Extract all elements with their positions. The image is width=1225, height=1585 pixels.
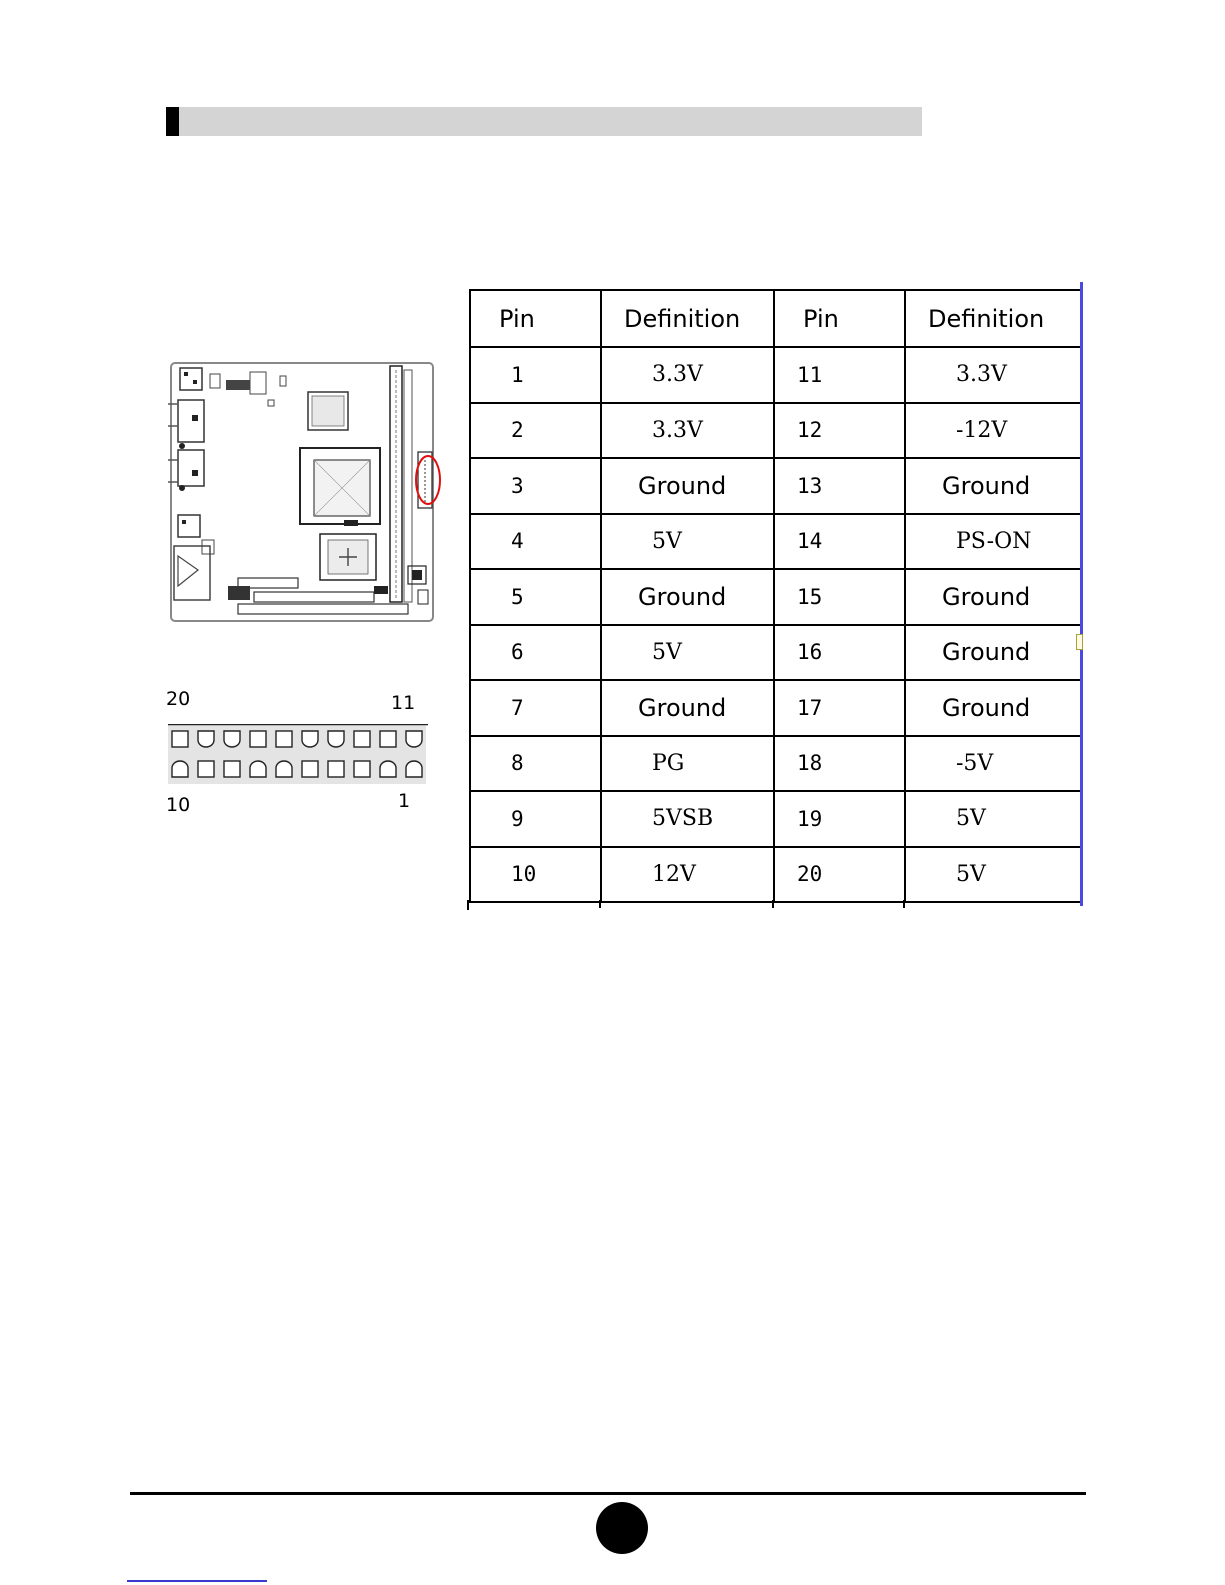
pin-number: 8 (470, 736, 601, 792)
pin-definition: Ground (905, 625, 1081, 681)
pin-definition: 3.3V (601, 403, 774, 459)
footer-rule (130, 1492, 1086, 1495)
pin-definition: Ground (905, 680, 1081, 736)
pin-number: 10 (470, 847, 601, 903)
pin-number: 13 (774, 458, 905, 514)
table-row: 7 Ground 17 Ground (470, 680, 1081, 736)
pin-definition: Ground (905, 569, 1081, 625)
pin-number: 9 (470, 791, 601, 847)
table-tail-line (772, 900, 774, 908)
table-row: 9 5VSB 19 5V (470, 791, 1081, 847)
pin-number: 19 (774, 791, 905, 847)
pin-number: 1 (470, 347, 601, 403)
atx-connector-diagram (168, 724, 428, 784)
table-row: 4 5V 14 PS-ON (470, 514, 1081, 570)
pin-definition: 5VSB (601, 791, 774, 847)
section-header-marker (166, 107, 179, 136)
pin-number: 6 (470, 625, 601, 681)
pin-definition: Ground (601, 680, 774, 736)
pin-number: 14 (774, 514, 905, 570)
connector-label-1: 1 (398, 792, 410, 811)
pin-definition-table: Pin Definition Pin Definition 1 3.3V 11 … (469, 289, 1081, 903)
connector-label-10: 10 (166, 796, 190, 815)
pin-definition: 12V (601, 847, 774, 903)
pin-definition: -5V (905, 736, 1081, 792)
footer-link-underline (127, 1580, 267, 1582)
table-row: 3 Ground 13 Ground (470, 458, 1081, 514)
pin-number: 20 (774, 847, 905, 903)
table-right-rule (1080, 282, 1083, 906)
pin-number: 7 (470, 680, 601, 736)
table-tail-line (599, 900, 601, 908)
pin-number: 3 (470, 458, 601, 514)
pin-number: 16 (774, 625, 905, 681)
pin-definition: PS-ON (905, 514, 1081, 570)
pin-definition: 5V (905, 791, 1081, 847)
header-definition: Definition (601, 290, 774, 347)
pin-definition: 5V (905, 847, 1081, 903)
pin-definition: 5V (601, 625, 774, 681)
page-number-badge (596, 1502, 648, 1554)
pin-definition: PG (601, 736, 774, 792)
pin-number: 15 (774, 569, 905, 625)
pin-number: 12 (774, 403, 905, 459)
margin-marker (1076, 634, 1083, 650)
pin-definition: 3.3V (601, 347, 774, 403)
table-row: 1 3.3V 11 3.3V (470, 347, 1081, 403)
connector-label-20: 20 (166, 690, 190, 709)
header-pin: Pin (774, 290, 905, 347)
table-header-row: Pin Definition Pin Definition (470, 290, 1081, 347)
table-row: 8 PG 18 -5V (470, 736, 1081, 792)
header-pin: Pin (470, 290, 601, 347)
pin-number: 17 (774, 680, 905, 736)
table-tail-line (903, 900, 905, 908)
table-row: 6 5V 16 Ground (470, 625, 1081, 681)
pin-number: 18 (774, 736, 905, 792)
section-header-bar (166, 107, 922, 136)
pin-definition: 3.3V (905, 347, 1081, 403)
connector-label-11: 11 (391, 694, 415, 713)
pin-definition: Ground (905, 458, 1081, 514)
table-tail-line (467, 900, 469, 910)
pin-definition: Ground (601, 569, 774, 625)
pin-number: 4 (470, 514, 601, 570)
table-row: 10 12V 20 5V (470, 847, 1081, 903)
pin-number: 11 (774, 347, 905, 403)
table-row: 5 Ground 15 Ground (470, 569, 1081, 625)
header-definition: Definition (905, 290, 1081, 347)
pin-number: 5 (470, 569, 601, 625)
pin-definition: Ground (601, 458, 774, 514)
pin-number: 2 (470, 403, 601, 459)
pin-definition: 5V (601, 514, 774, 570)
table-row: 2 3.3V 12 -12V (470, 403, 1081, 459)
pin-definition: -12V (905, 403, 1081, 459)
motherboard-layout-icon (168, 360, 436, 622)
